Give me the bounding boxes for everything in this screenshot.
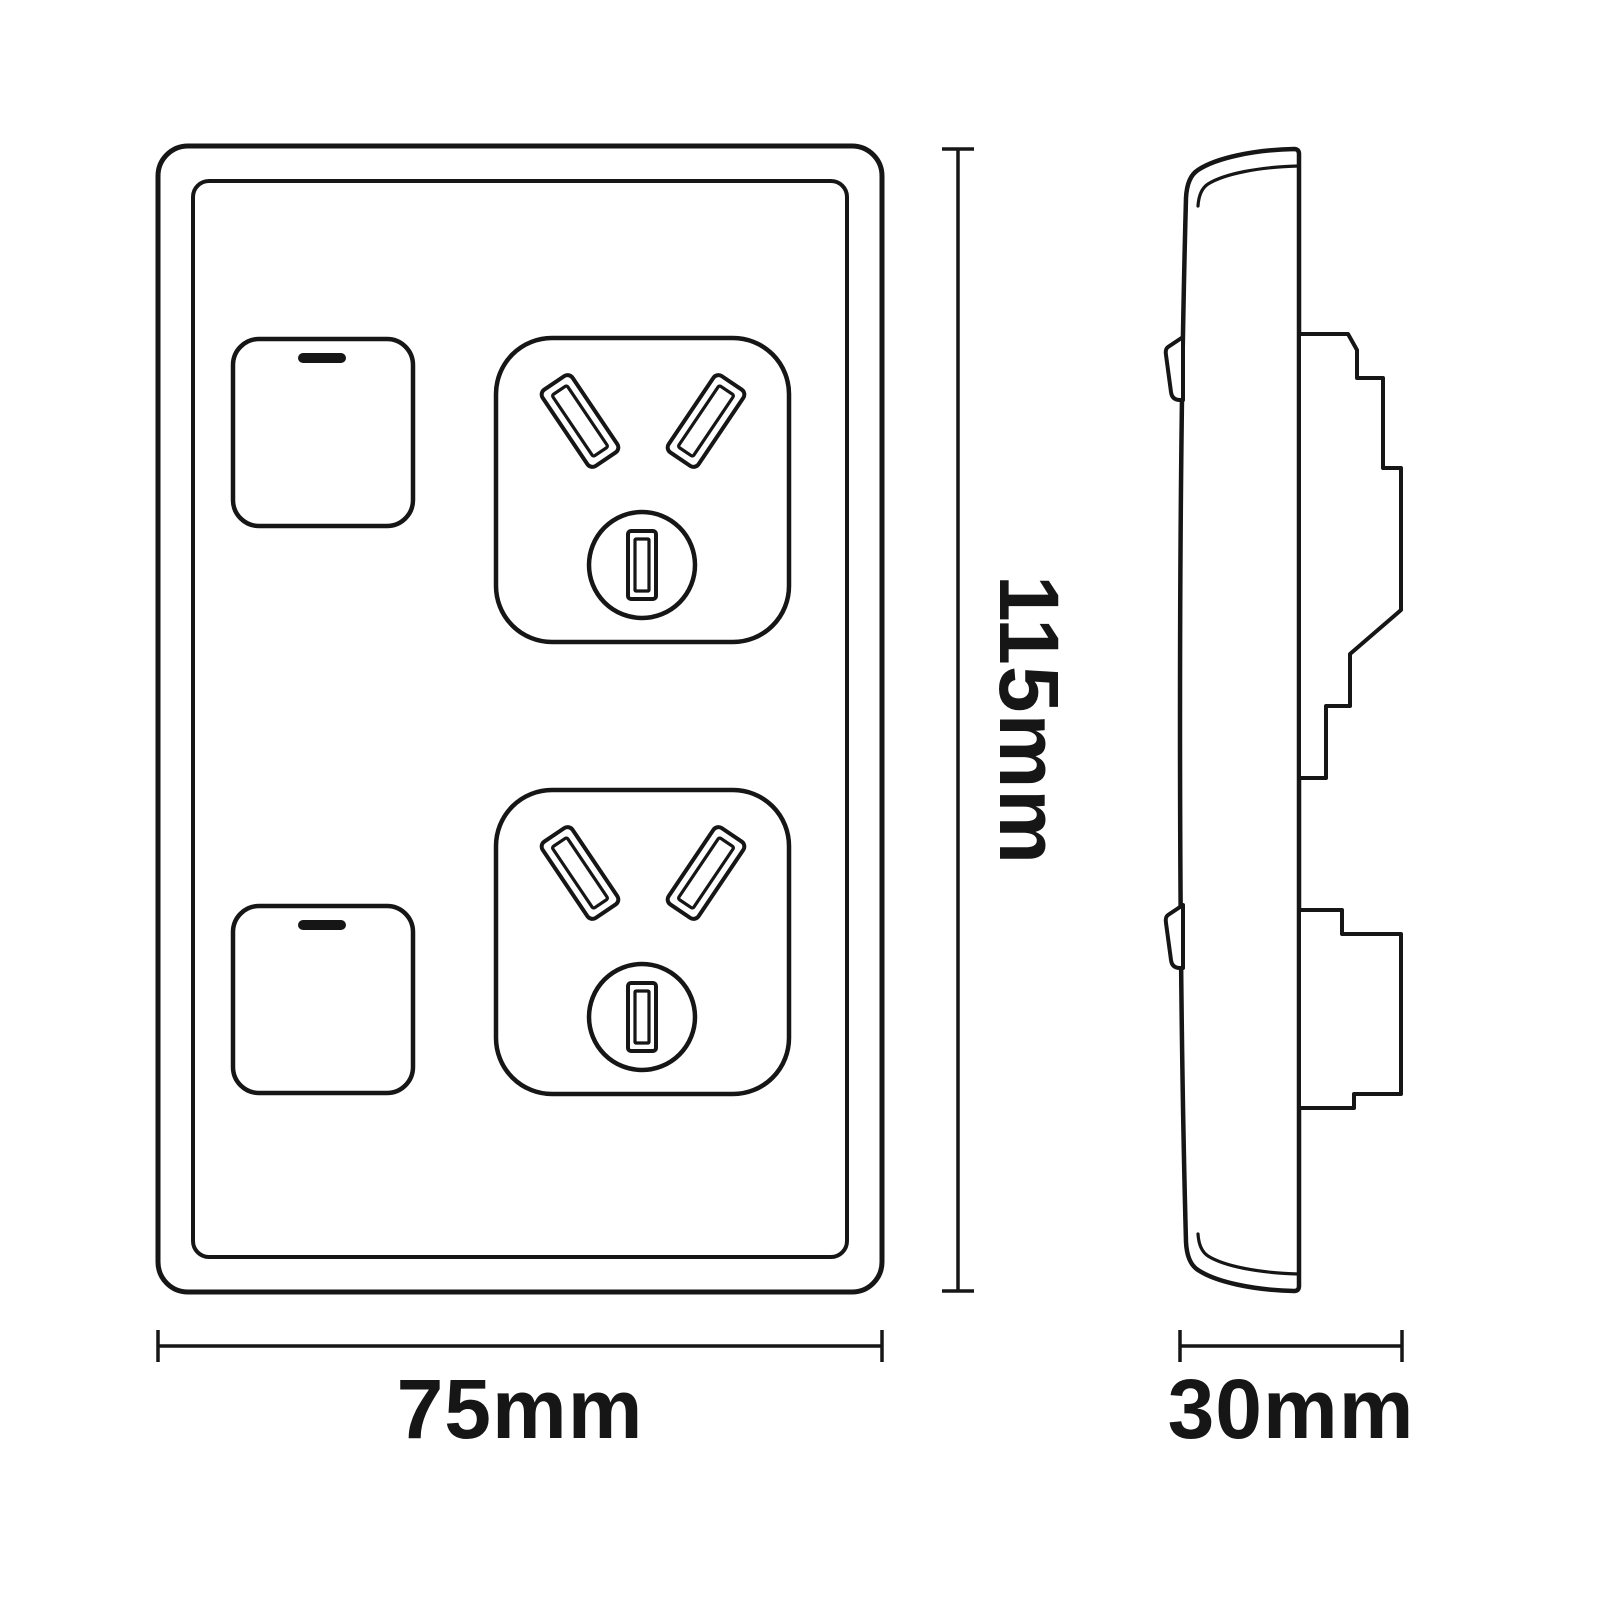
side-switch-bump-top [1163, 335, 1185, 402]
depth-dimension-label: 30mm [1168, 1362, 1415, 1456]
earth-circle [586, 961, 698, 1073]
socket-bottom-slot-right [665, 825, 747, 921]
switch-bottom [230, 903, 416, 1096]
socket-bottom-earth-aperture [586, 961, 698, 1073]
pin-slot-outer [665, 373, 747, 469]
side-plate-inner-top-line [1196, 164, 1301, 208]
socket-top-slot-right [665, 373, 747, 469]
height-dimension-label: 115mm [982, 575, 1076, 865]
faceplate-outer [155, 143, 885, 1295]
switch-bottom-rocker [230, 903, 416, 1096]
socket-top-body [493, 335, 792, 645]
pin-slot-inner [551, 836, 609, 910]
socket-bottom [493, 787, 792, 1097]
pin-slot-inner [551, 384, 609, 458]
earth-slot-outer [626, 529, 658, 601]
side-plate-profile [1177, 146, 1302, 1294]
pin-slot-outer [539, 373, 621, 469]
pin-slot-outer [539, 825, 621, 921]
pin-slot-inner [677, 384, 735, 458]
faceplate-inner [191, 179, 849, 1259]
socket-top-earth-aperture [586, 509, 698, 621]
rear-mechanism-top [1297, 332, 1403, 780]
earth-slot-outer [626, 981, 658, 1053]
socket-top-slot-left [539, 373, 621, 469]
switch-top-rocker [230, 336, 416, 529]
side-plate-inner-bottom-line [1196, 1232, 1301, 1276]
pin-slot-inner [677, 836, 735, 910]
socket-top [493, 335, 792, 645]
socket-bottom-body [493, 787, 792, 1097]
socket-bottom-slot-left [539, 825, 621, 921]
height-dimension: 115mm [942, 147, 1076, 1293]
width-dimension-label: 75mm [397, 1362, 644, 1456]
switch-top [230, 336, 416, 529]
pin-slot-outer [665, 825, 747, 921]
front-view [155, 143, 885, 1295]
earth-slot-inner [633, 537, 651, 593]
side-switch-bump-bottom [1163, 903, 1185, 970]
earth-slot-inner [633, 989, 651, 1045]
switch-bottom-indicator [298, 920, 346, 930]
side-view [1163, 146, 1403, 1294]
width-dimension: 75mm [156, 1330, 884, 1456]
earth-circle [586, 509, 698, 621]
switch-top-indicator [298, 353, 346, 363]
depth-dimension: 30mm [1168, 1330, 1415, 1456]
rear-mechanism-bottom [1297, 908, 1403, 1110]
